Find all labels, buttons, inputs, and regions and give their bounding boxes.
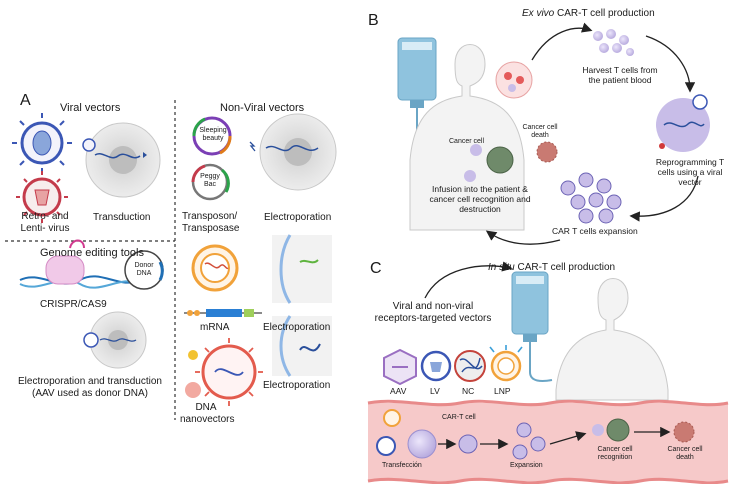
electroporation-label-2: Electroporation [263,322,331,333]
vessel-cancer-recognition [592,418,630,442]
lv-label: LV [430,386,440,396]
car-t-expansion-label: CAR T cells expansion [552,226,638,236]
crispr-cas9-icon [19,239,141,289]
harvested-t-cells [593,29,634,56]
panel-c-title: In situ CAR-T cell production [488,262,616,273]
genome-editing-heading: Genome editing tools [40,247,144,259]
blood-sample-b [495,61,533,99]
electroporation-membrane-1 [272,234,332,304]
electroporation-label-1: Electroporation [264,212,332,223]
aav-icon [383,348,417,386]
infusion-label: Infusion into the patient &cancer cell r… [429,184,531,214]
vessel-arrows [438,426,671,450]
mrna-construct [184,309,262,317]
crispr-label: CRISPR/CAS9 [40,299,107,310]
vessel-vectors [376,409,401,456]
transposon-label: Transposon/Transposase [182,211,240,234]
arrow-reprogram [645,35,696,93]
iv-bag-c [511,271,553,382]
lnp-icon [489,345,523,382]
patient-silhouette-b [409,44,525,231]
retrovirus-icon [12,113,72,173]
lentivirus-icon [16,171,68,223]
expansion-label-c: Expansion [510,462,543,469]
panel-b-title: Ex vivo CAR-T cell production [522,8,655,19]
transfection-label: Transfección [382,462,422,469]
panel-c-letter: C [370,260,382,277]
lv-icon [420,350,452,382]
sleeping-beauty-plasmid [192,116,232,156]
mrna-label: mRNA [200,322,230,333]
aav-label: AAV [390,386,407,396]
vessel-cancer-death [673,421,695,443]
electro-transduction-label: Electroporation and transduction(AAV use… [18,376,162,399]
cancer-cell-label: Cancer cell [449,138,485,145]
car-t-cell-label: CAR-T cell [442,414,476,421]
transduction-label: Transduction [93,212,151,223]
viral-vectors-heading: Viral vectors [60,102,121,114]
electroporation-label-3: Electroporation [263,380,331,391]
cancer-cell-death-b [536,141,558,163]
nc-label: NC [462,386,475,396]
arrow-expansion [629,175,699,222]
arrow-harvest [531,22,593,61]
panel-b-letter: B [368,12,379,29]
cancer-cell-b [464,144,514,182]
vessel-car-t-cells [458,422,546,460]
dna-nanovector-icon [185,338,263,406]
arrow-infusion [485,230,561,245]
electroporation-cell-1 [249,113,337,191]
lipid-nanoparticle-icon [191,244,239,292]
vessel-t-cell [407,429,437,459]
transduction-cell [82,122,161,198]
aav-transduction-cell [83,311,147,369]
non-viral-vectors-heading: Non-Viral vectors [220,102,305,114]
donor-dna-plasmid [124,250,164,290]
arrow-vectors-to-bag [424,261,513,299]
nc-icon [454,350,486,382]
lnp-label: LNP [494,386,511,396]
electroporation-membrane-2 [272,315,332,377]
panel-a-letter: A [20,92,31,109]
reprogrammed-t-cell [656,94,710,152]
patient-silhouette-c [555,278,669,401]
car-t-cells-expansion [560,172,622,224]
peggy-bac-plasmid [191,163,230,201]
